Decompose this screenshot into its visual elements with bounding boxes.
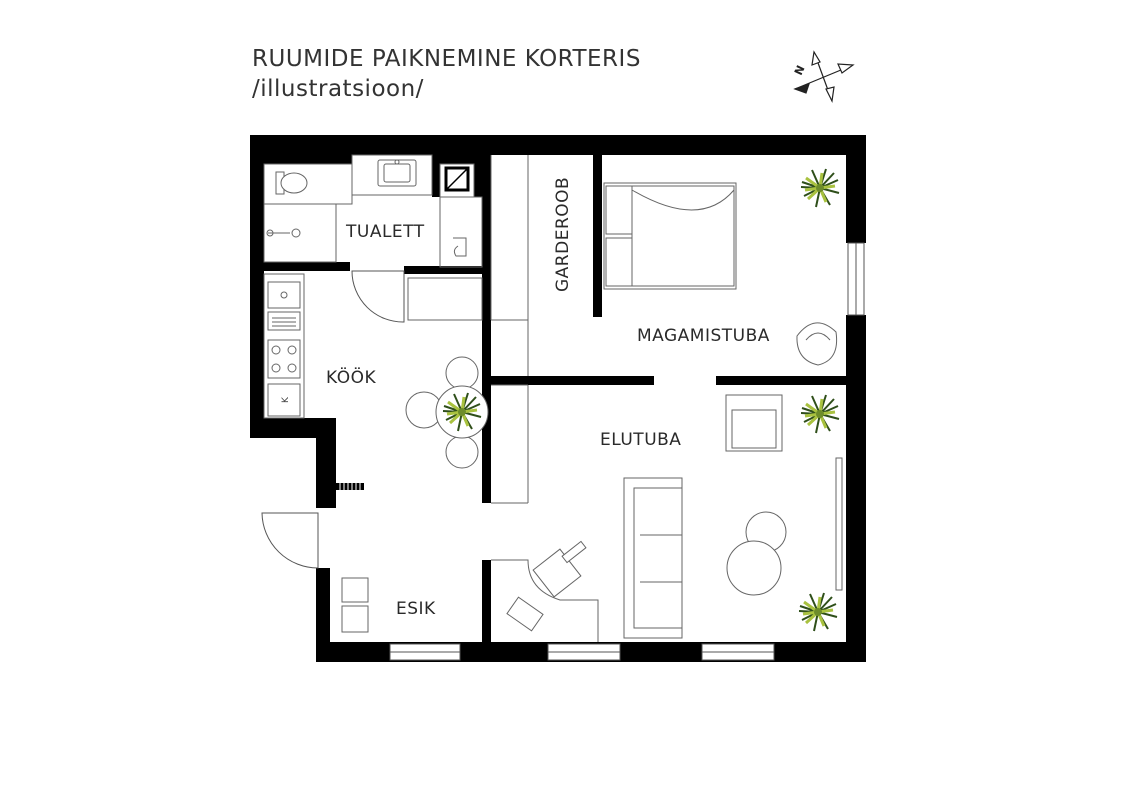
title-block: RUUMIDE PAIKNEMINE KORTERIS /illustratsi… (252, 44, 641, 104)
room-label-living: ELUTUBA (600, 430, 681, 450)
room-label-wardrobe: GARDEROOB (553, 177, 573, 292)
living-armchair-icon (725, 394, 783, 452)
interior-walls (264, 155, 846, 642)
sofa-icon (623, 477, 683, 639)
coffee-table-icon (726, 511, 787, 596)
fridge-label: K (281, 396, 291, 403)
kitchen-sink-lines (272, 317, 296, 327)
door-swing-icon (261, 270, 405, 569)
tv-icon (835, 457, 843, 591)
windows (389, 242, 865, 661)
page-subtitle: /illustratsioon/ (252, 76, 424, 102)
desk-icon (506, 540, 587, 632)
shower-icon (266, 228, 301, 238)
fixtures-lines (263, 154, 599, 642)
bed-icon (603, 182, 737, 290)
toilet-icon (275, 171, 308, 195)
stove-icon (267, 281, 301, 417)
shoe-cabinet-icon (341, 577, 369, 633)
sink-icon (377, 159, 417, 187)
washer-icon (453, 237, 467, 257)
page-title: RUUMIDE PAIKNEMINE KORTERIS (252, 46, 641, 72)
room-label-bedroom: MAGAMISTUBA (637, 326, 770, 346)
dining-table-icon (405, 356, 489, 469)
armchair-icon (796, 322, 838, 366)
compass-icon (793, 50, 855, 103)
radiator (339, 483, 361, 490)
room-label-hall: ESIK (396, 599, 436, 619)
plant-icon (797, 167, 841, 633)
shaft-icon (444, 166, 470, 192)
room-label-toilet: TUALETT (345, 222, 425, 242)
room-label-kitchen: KÖÖK (326, 366, 376, 388)
compass-north-label: N (792, 63, 808, 77)
